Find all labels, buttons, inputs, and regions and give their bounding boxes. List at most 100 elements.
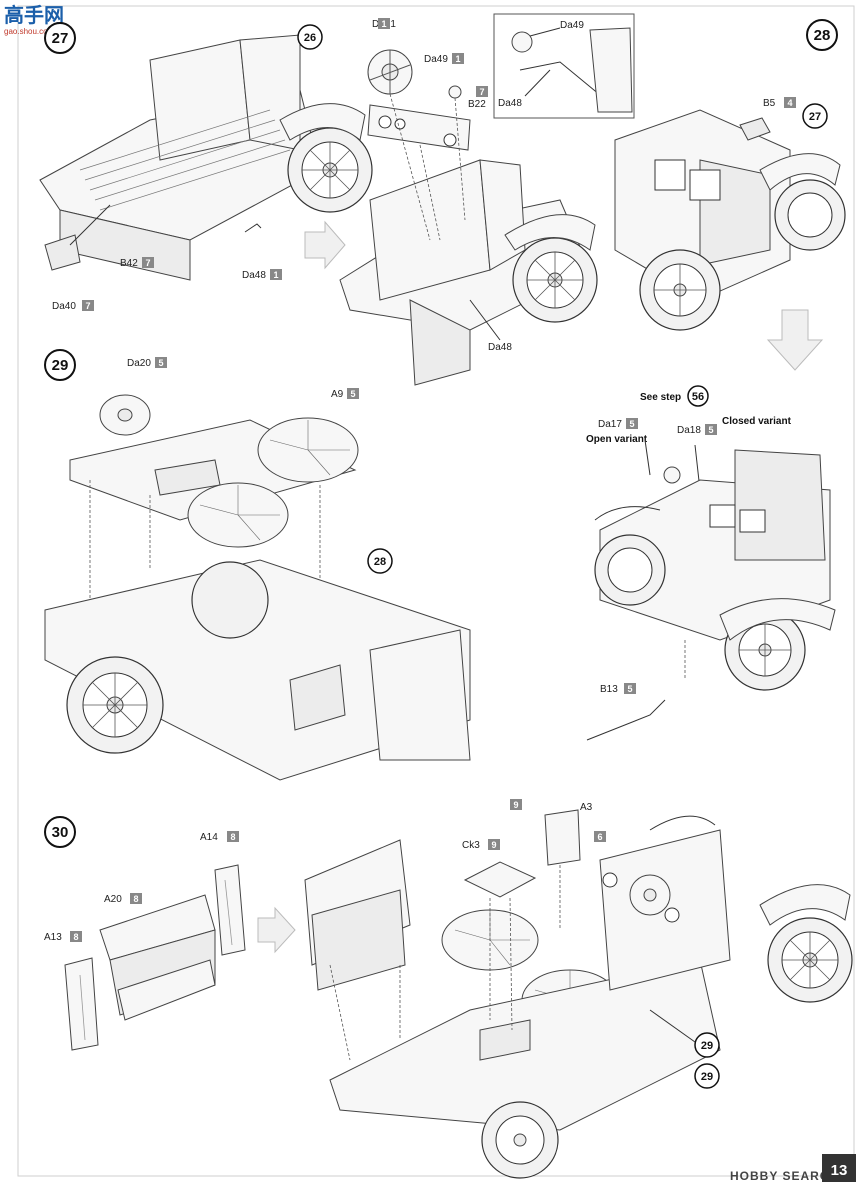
svg-text:A14: A14	[200, 832, 218, 843]
svg-text:A9: A9	[331, 389, 344, 400]
step-30-callout-29-lower-label: 29	[701, 1071, 713, 1083]
svg-text:A20: A20	[104, 894, 122, 905]
svg-text:Da48: Da48	[242, 270, 266, 281]
svg-text:5: 5	[629, 419, 634, 429]
step-27-badge	[44, 22, 76, 54]
svg-text:B5: B5	[763, 98, 776, 109]
svg-text:1: 1	[381, 19, 386, 29]
svg-text:7: 7	[479, 87, 484, 97]
step-30-callout-29-lower	[694, 1063, 720, 1089]
svg-text:Da17: Da17	[598, 419, 622, 430]
step-28-upper-drawing	[614, 109, 846, 331]
watermark-brand: 高手网	[4, 3, 64, 27]
svg-text:A13: A13	[44, 932, 62, 943]
svg-text:4: 4	[787, 98, 792, 108]
step-27-part-label-b42: B42 7	[120, 257, 154, 269]
svg-text:6: 6	[597, 832, 602, 842]
step-29-part-label-a9: A9 5	[331, 388, 359, 400]
step-27-callout-26-label: 26	[304, 32, 316, 44]
step-30-part-label-a14: A14 8	[200, 831, 239, 843]
step-30-part-label-a20: A20 8	[104, 893, 142, 905]
step-30-callout-29-upper	[694, 1032, 720, 1058]
svg-text:5: 5	[708, 425, 713, 435]
svg-text:8: 8	[73, 932, 78, 942]
step-30-arrow	[257, 906, 296, 954]
step-27-number: 27	[52, 30, 69, 47]
step-30-seat-parts-drawing	[64, 864, 246, 1051]
step-27-arrow	[304, 220, 346, 270]
see-step-number: 56	[692, 391, 704, 403]
open-variant-label: Open variant	[586, 434, 648, 445]
step-27-part-label-da21: Da21 1	[372, 18, 396, 30]
step-28-callout-27-label: 27	[809, 111, 821, 123]
step-27-label-da48-lower: Da48	[488, 342, 512, 353]
step-28: 28 B5 4 27 See step 56 Da17 5	[586, 19, 846, 741]
watermark: 高手网 gao.shou.com	[4, 3, 64, 36]
svg-text:Ck3: Ck3	[462, 840, 480, 851]
step-29-number: 29	[52, 357, 69, 374]
svg-text:Da18: Da18	[677, 425, 701, 436]
step-28-part-label-da17: Da17 5	[598, 418, 638, 430]
step-28-badge	[806, 19, 838, 51]
step-28-part-label-b5: B5 4	[763, 97, 796, 109]
inset-label-da48: Da48	[498, 98, 522, 109]
step-30-assembled-drawing	[304, 809, 853, 1179]
svg-text:1: 1	[455, 54, 460, 64]
step-27: 27 26 B42	[39, 13, 635, 386]
footer-site: HOBBY SEARCH	[730, 1169, 839, 1183]
svg-text:5: 5	[627, 684, 632, 694]
svg-text:Da49: Da49	[424, 54, 448, 65]
svg-text:B13: B13	[600, 684, 618, 695]
step-28-number: 28	[814, 27, 831, 44]
step-27-part-label-b22: 7 B22	[468, 86, 488, 110]
svg-text:8: 8	[133, 894, 138, 904]
svg-text:7: 7	[85, 301, 90, 311]
step-27-callout-26	[297, 24, 323, 50]
see-step-badge	[687, 385, 709, 407]
step-29-part-label-da20: Da20 5	[127, 357, 167, 369]
svg-text:5: 5	[350, 389, 355, 399]
footer: HOBBY SEARCH 13	[730, 1154, 856, 1183]
svg-text:5: 5	[158, 358, 163, 368]
step-29: 29 Da20 5 A9 5	[44, 349, 471, 781]
svg-text:9: 9	[513, 800, 518, 810]
svg-text:7: 7	[145, 258, 150, 268]
closed-variant-label: Closed variant	[722, 416, 792, 427]
svg-text:9: 9	[491, 840, 496, 850]
step-27-detail-inset: Da49 Da48	[493, 13, 635, 119]
step-28-arrow-down	[766, 309, 824, 371]
step-28-lower-drawing	[586, 439, 836, 741]
step-30-badge	[44, 816, 76, 848]
svg-text:A3: A3	[580, 802, 593, 813]
step-29-callout-28	[367, 548, 393, 574]
svg-text:B42: B42	[120, 258, 138, 269]
step-30-part-label-ck3: Ck3 9	[462, 839, 500, 851]
see-step-label: See step	[640, 392, 681, 403]
svg-text:B22: B22	[468, 99, 486, 110]
svg-text:Da20: Da20	[127, 358, 151, 369]
svg-text:1: 1	[273, 270, 278, 280]
step-27-assembled-drawing	[339, 49, 598, 386]
svg-text:8: 8	[230, 832, 235, 842]
step-30-callout-29-upper-label: 29	[701, 1040, 713, 1052]
step-30-part-label-a3: 9 A3 6	[510, 799, 606, 842]
page-number: 13	[831, 1162, 848, 1179]
step-27-part-label-da40: Da40 7	[52, 300, 94, 312]
step-27-chassis-drawing	[39, 34, 373, 281]
step-30: 30 A14 8 A20 8 A13 8	[44, 799, 853, 1179]
step-28-part-label-da18: Da18 5	[677, 424, 717, 436]
inset-label-da49: Da49	[560, 20, 584, 31]
step-29-drawing	[44, 394, 471, 781]
step-29-badge	[44, 349, 76, 381]
page-number-box	[822, 1154, 856, 1182]
step-29-callout-28-label: 28	[374, 556, 386, 568]
step-30-number: 30	[52, 824, 69, 841]
step-28-part-label-b13: B13 5	[600, 683, 636, 695]
step-27-part-label-da48: Da48 1	[242, 269, 282, 281]
step-30-part-label-a13: A13 8	[44, 931, 82, 943]
step-28-callout-27	[802, 103, 828, 129]
step-27-part-label-da49: Da49 1	[424, 53, 464, 65]
watermark-url: gao.shou.com	[4, 27, 55, 36]
